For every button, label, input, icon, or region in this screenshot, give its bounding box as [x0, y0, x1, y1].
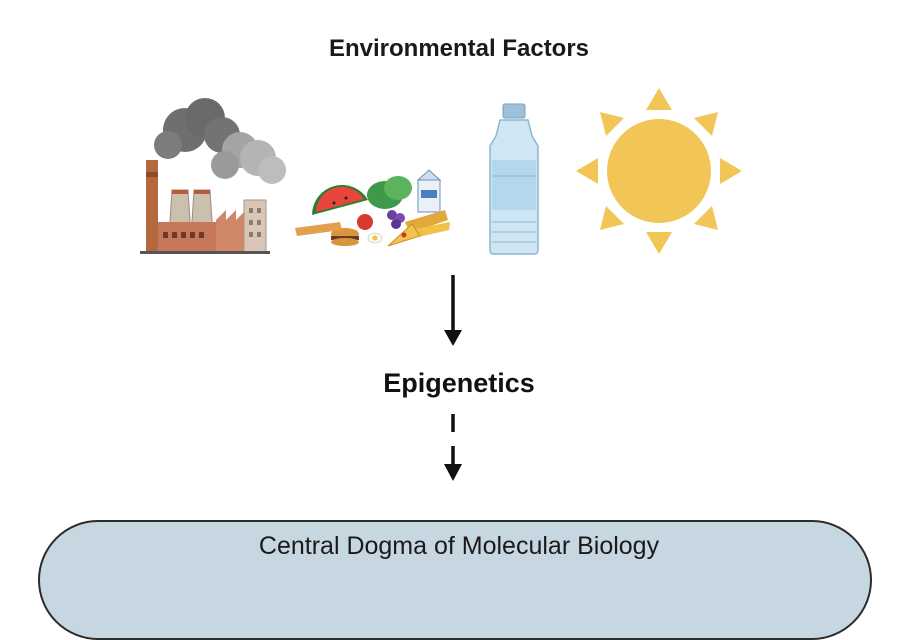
food-diet-icon: [295, 169, 450, 247]
factory-pollution-icon: [140, 98, 286, 254]
diagram-canvas: [140, 88, 742, 481]
central-dogma-label: Central Dogma of Molecular Biology: [258, 532, 660, 560]
water-bottle-icon: [489, 103, 539, 255]
diagram-title: Environmental Factors: [328, 35, 590, 62]
epigenetics-label: Epigenetics: [383, 368, 535, 398]
dashed-arrow-to-central-dogma: [444, 414, 462, 481]
sun-icon: [576, 88, 742, 254]
smoke-cloud: [154, 98, 286, 184]
arrow-to-epigenetics: [444, 275, 462, 346]
